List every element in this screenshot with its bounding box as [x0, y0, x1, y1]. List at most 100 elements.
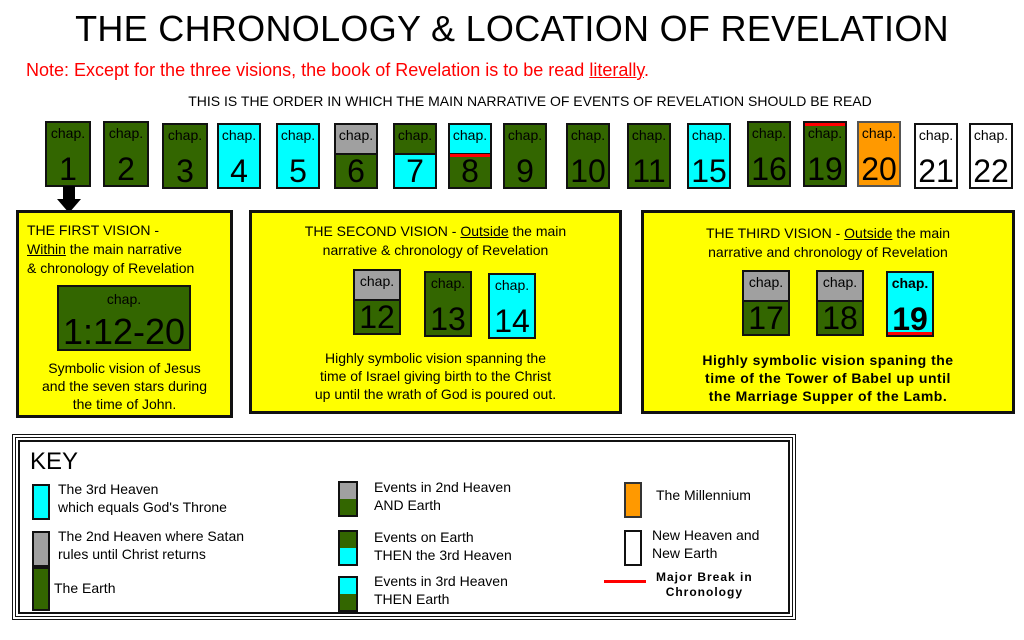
key-label-line: rules until Christ returns	[58, 546, 206, 562]
chapter-box-2: chap.2	[103, 121, 149, 187]
swatch-third-heaven-then-earth-icon	[338, 576, 358, 612]
key-label-line: The Millennium	[656, 487, 751, 503]
first-vision-line3: & chronology of Revelation	[27, 260, 195, 276]
third-vision-line2: narrative and chronology of Revelation	[708, 244, 948, 260]
chapter-label: chap.	[570, 127, 606, 143]
chapter-box-19: chap.19	[886, 271, 934, 337]
swatch-third-heaven-icon	[32, 484, 50, 520]
key-title: KEY	[30, 448, 79, 475]
major-break-line	[888, 332, 932, 335]
desc-line: time of Israel giving birth to the Chris…	[319, 368, 552, 384]
first-vision-heading: THE FIRST VISION - Within the main narra…	[27, 221, 194, 278]
first-vision-line2-rest: the main narrative	[65, 241, 182, 257]
major-break-line-icon	[604, 580, 646, 583]
chapter-box-17: chap. 17	[742, 270, 790, 336]
key-label: The 2nd Heaven where Satan rules until Ch…	[58, 527, 244, 563]
chapter-box-18: chap. 18	[816, 270, 864, 336]
chapter-label: chap.	[861, 125, 897, 141]
chapter-box-7: chap.7	[393, 123, 437, 189]
chapter-label: chap.	[918, 127, 954, 143]
desc-line: up until the wrath of God is poured out.	[314, 386, 557, 402]
chapter-box-20: chap.20	[857, 121, 901, 187]
outside-emphasis: Outside	[460, 223, 509, 239]
key-label-line: The 2nd Heaven where Satan	[58, 528, 245, 544]
first-vision-line2: Within the main narrative	[27, 240, 194, 259]
chapter-label: chap.	[280, 127, 316, 143]
note-text: Note: Except for the three visions, the …	[26, 60, 590, 80]
key-label-line: New Earth	[652, 545, 718, 561]
chapter-number: 1:12-20	[62, 311, 186, 352]
second-vision-line1: THE SECOND VISION - Outside the main	[252, 222, 619, 241]
chapter-number: 6	[347, 153, 365, 189]
within-emphasis: Within	[27, 241, 66, 257]
chapter-box-19: chap. 19	[803, 121, 847, 187]
third-vision-title: THE THIRD VISION -	[705, 225, 845, 241]
key-label-line: which equals God's Throne	[58, 499, 227, 515]
chapter-box-11: chap.11	[627, 123, 671, 189]
desc-line: and the seven stars during	[42, 378, 207, 394]
note-period: .	[644, 60, 650, 80]
page-title: THE CHRONOLOGY & LOCATION OF REVELATION	[75, 8, 949, 49]
chapter-label: chap.	[807, 125, 843, 141]
chapter-number: 21	[918, 153, 954, 189]
second-vision-heading: THE SECOND VISION - Outside the main nar…	[252, 222, 619, 260]
chapter-number: 18	[822, 300, 858, 336]
chapter-number: 15	[691, 153, 727, 189]
arrow-head-icon	[57, 199, 81, 213]
chapter-box-21: chap. 21	[914, 123, 958, 189]
chapter-box-14: chap. 14	[488, 273, 536, 339]
swatch-earth-then-third-heaven-icon	[338, 530, 358, 566]
chapter-number: 1	[59, 151, 77, 187]
major-break-line	[805, 123, 845, 126]
chapter-box-12: chap. 12	[353, 269, 401, 335]
third-vision-description: Highly symbolic vision spaning the time …	[644, 351, 1012, 405]
desc-line: the time of John.	[72, 396, 177, 412]
chapter-label: chap.	[397, 127, 433, 143]
chapter-label: chap.	[338, 127, 374, 143]
chapter-box-1: chap.1	[45, 121, 91, 187]
chapter-box-8: chap.8	[448, 123, 492, 189]
chapter-label: chap.	[631, 127, 667, 143]
chapter-label: chap.	[748, 274, 784, 290]
key-label-line: The 3rd Heaven	[58, 481, 159, 497]
desc-line: Highly symbolic vision spanning the	[325, 350, 546, 366]
chapter-number: 13	[430, 301, 466, 337]
third-vision-heading: THE THIRD VISION - Outside the main narr…	[644, 224, 1012, 262]
second-vision-panel: THE SECOND VISION - Outside the main nar…	[249, 210, 622, 414]
chapter-number: 19	[807, 151, 843, 187]
chapter-label: chap.	[822, 274, 858, 290]
key-label-line: Chronology	[665, 585, 744, 599]
chapter-label: chap.	[452, 127, 488, 143]
key-label-line: Events on Earth	[374, 529, 474, 545]
key-label-line: Events in 3rd Heaven	[374, 573, 508, 589]
chapter-label: chap.	[494, 277, 530, 293]
chapter-box-22: chap. 22	[969, 123, 1013, 189]
key-label: The Earth	[54, 579, 115, 597]
swatch-second-heaven-and-earth-icon	[338, 481, 358, 517]
chapter-label: chap.	[973, 127, 1009, 143]
desc-line: Symbolic vision of Jesus	[48, 360, 201, 376]
chapter-label: chap.	[691, 127, 727, 143]
chapter-number: 10	[570, 153, 606, 189]
chapter-number: 14	[494, 303, 530, 339]
chapter-label: chap.	[891, 275, 929, 291]
first-vision-description: Symbolic vision of Jesus and the seven s…	[19, 359, 230, 413]
chapter-label: chap.	[106, 291, 142, 307]
key-label-line: THEN the 3rd Heaven	[374, 547, 512, 563]
key-label: The 3rd Heaven which equals God's Throne	[58, 480, 227, 516]
chapter-number: 12	[359, 299, 395, 335]
order-caption: THIS IS THE ORDER IN WHICH THE MAIN NARR…	[188, 93, 872, 109]
chapter-number: 22	[973, 153, 1009, 189]
arrow-down-icon	[63, 186, 75, 200]
chapter-label: chap.	[359, 273, 395, 289]
chapter-box-10: chap. 10	[566, 123, 610, 189]
chapter-box-13: chap.13	[424, 271, 472, 337]
chapter-label: chap.	[167, 127, 203, 143]
reading-note: Note: Except for the three visions, the …	[26, 60, 649, 81]
chapter-box-5: chap.5	[276, 123, 320, 189]
chapter-box-4: chap.4	[217, 123, 261, 189]
chapter-number: 17	[748, 300, 784, 336]
